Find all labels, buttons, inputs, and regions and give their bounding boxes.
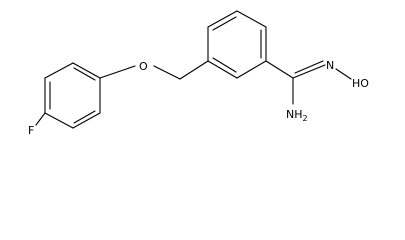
- fluorophenyl-ring: [44, 62, 101, 129]
- ch2-aryl-bond: [179, 60, 209, 80]
- molecule-structure: F O N HO NH2: [28, 10, 369, 137]
- c-n-double-bond: [292, 64, 326, 79]
- ether-oxygen-label: O: [139, 60, 148, 73]
- o-ch2-bond: [153, 65, 181, 80]
- c-f-bond: [35, 112, 46, 126]
- aryl-o-bond: [99, 65, 136, 79]
- structure-canvas: F O N HO NH2: [28, 10, 369, 137]
- fluorine-label: F: [28, 124, 34, 137]
- amine-label: NH2: [286, 108, 308, 123]
- aryl-c-bond: [265, 60, 294, 79]
- hydroxyl-label: HO: [352, 77, 369, 90]
- c-n-double-bond-inner: [294, 60, 324, 74]
- benzene-ring: [207, 10, 267, 79]
- n-o-bond: [335, 68, 352, 80]
- imine-nitrogen-label: N: [326, 59, 334, 72]
